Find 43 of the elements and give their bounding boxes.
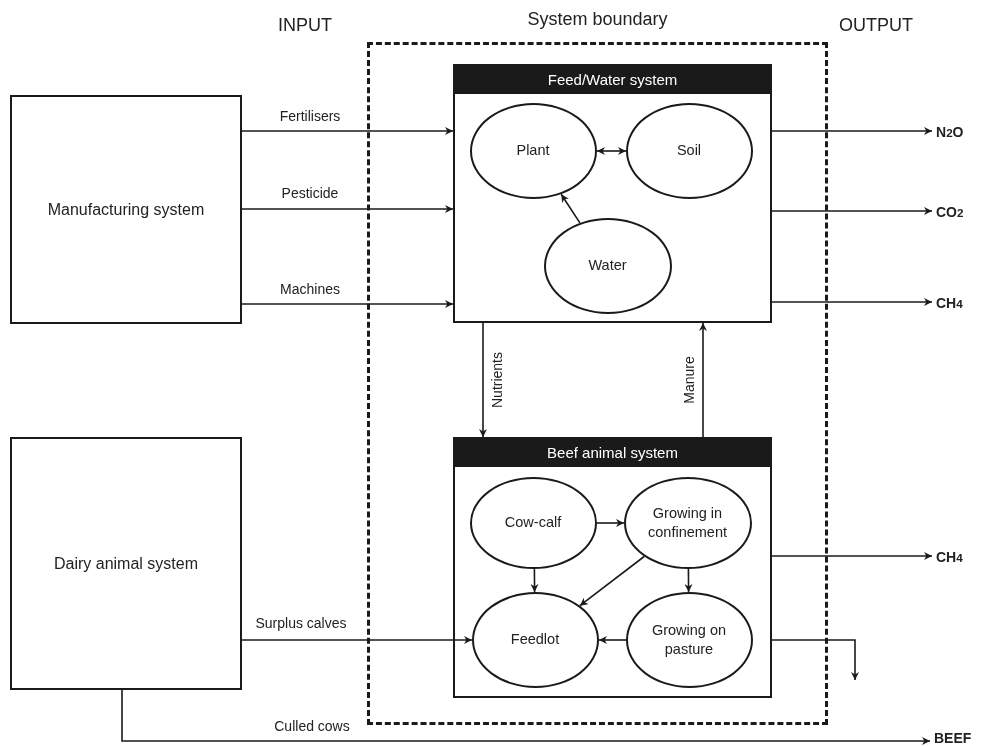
process-ellipse: Plant [469,102,597,199]
process-ellipse: Growing on pasture [625,591,753,688]
system-box: Manufacturing system [10,95,242,324]
subsystem-box [453,64,772,323]
arrow [771,127,933,135]
edge-label: Nutrients [489,352,505,408]
edge-label: Machines [280,281,340,297]
arrow [699,322,707,438]
edge-label: Fertilisers [279,108,341,124]
arrow [598,636,627,644]
arrow [596,519,625,527]
boundary-title: System boundary [526,9,669,30]
edge-label: Surplus calves [255,615,347,631]
arrow [241,300,454,308]
arrow [479,322,487,438]
subsystem-title: Feed/Water system [455,66,770,94]
system-box: Dairy animal system [10,437,242,690]
arrow [771,207,933,215]
edge-label: Pesticide [281,185,339,201]
arrow [771,298,933,306]
process-ellipse: Growing in confinement [623,476,752,569]
column-heading: OUTPUT [839,14,913,36]
edge-label: Culled cows [274,718,350,734]
arrow [596,147,627,155]
arrow [121,689,931,745]
output-label: BEEF [934,730,986,746]
arrow [560,193,581,224]
process-ellipse: Cow-calf [469,476,597,569]
column-heading: INPUT [278,14,332,36]
arrow [579,555,645,607]
arrow [241,127,454,135]
arrow [684,568,693,593]
arrow [241,636,473,644]
arrow [241,205,454,213]
arrow [771,639,859,681]
subsystem-box [453,437,772,698]
process-ellipse: Feedlot [471,591,599,688]
subsystem-title: Beef animal system [455,439,770,467]
arrow [530,568,539,593]
process-ellipse: Soil [625,102,753,199]
edge-label: Manure [681,356,697,404]
process-ellipse: Water [543,217,672,314]
arrow [771,552,933,560]
